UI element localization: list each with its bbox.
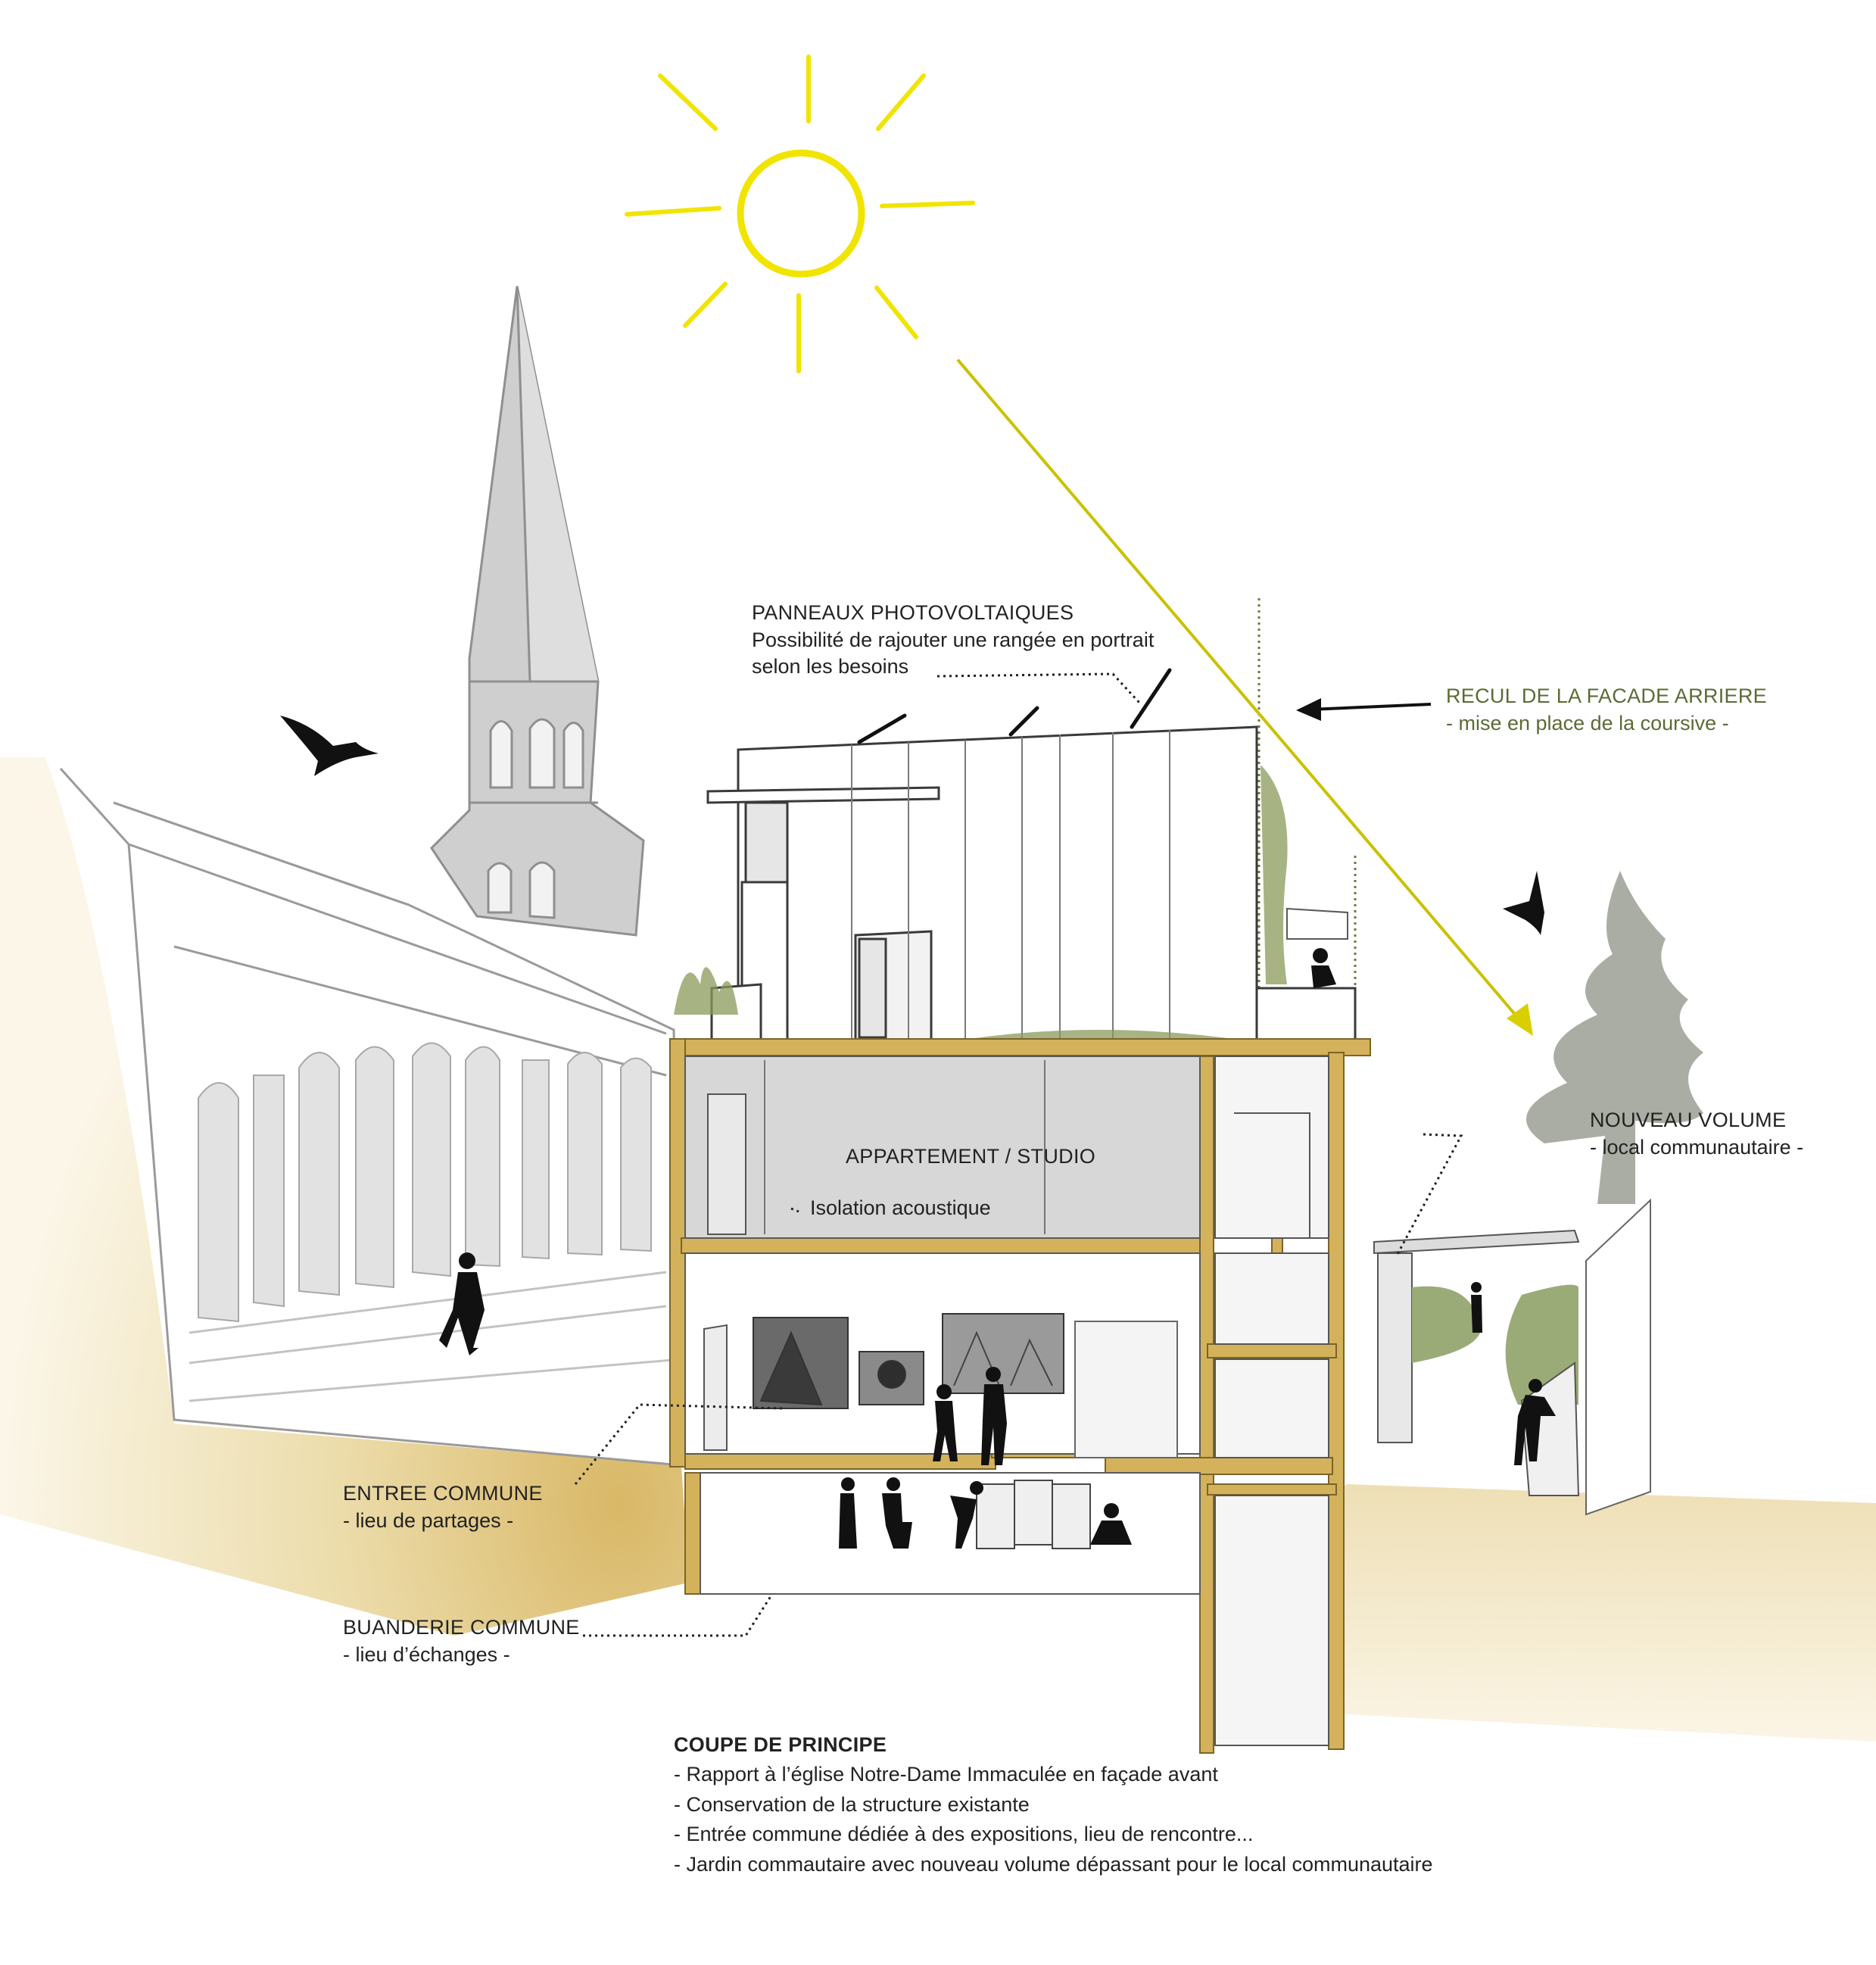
- church-windows: [198, 1042, 652, 1323]
- sun: [625, 55, 975, 373]
- note-item: - Entrée commune dédiée à des exposition…: [674, 1823, 1254, 1846]
- pv-panels-title: PANNEAUX PHOTOVOLTAIQUES: [752, 601, 1074, 624]
- pv-panels-line1: Possibilité de rajouter une rangée en po…: [752, 628, 1155, 651]
- apartment-label: APPARTEMENT / STUDIO: [846, 1143, 1095, 1171]
- acoustic-insulation-text: Isolation acoustique: [810, 1196, 991, 1219]
- common-entrance-title: ENTREE COMMUNE: [343, 1482, 543, 1505]
- balcony: [1255, 987, 1357, 1043]
- recul-arrow: [1309, 703, 1432, 711]
- church-spire: [430, 285, 645, 937]
- community-volume: [1373, 1198, 1651, 1516]
- people-silhouettes: [439, 948, 1556, 1549]
- ground-right: [1287, 1484, 1876, 1742]
- ground-left: [0, 757, 689, 1636]
- note-item: - Rapport à l’église Notre-Dame Immaculé…: [674, 1763, 1218, 1786]
- recul-facade-label: RECUL DE LA FACADE ARRIERE - mise en pla…: [1446, 683, 1767, 737]
- tree: [1526, 871, 1703, 1204]
- note-item: - Conservation de la structure existante: [674, 1792, 1030, 1816]
- common-laundry-title: BUANDERIE COMMUNE: [343, 1616, 580, 1639]
- recul-facade-title: RECUL DE LA FACADE ARRIERE: [1446, 685, 1767, 707]
- upper-building: [706, 725, 1258, 1043]
- pv-panels-label: PANNEAUX PHOTOVOLTAIQUES Possibilité de …: [752, 600, 1154, 681]
- pv-panels-line2: selon les besoins: [752, 655, 909, 678]
- section-notes: COUPE DE PRINCIPE - Rapport à l’église N…: [674, 1730, 1433, 1879]
- common-laundry-label: BUANDERIE COMMUNE - lieu d’échanges -: [343, 1614, 580, 1668]
- common-entrance-sub: - lieu de partages -: [343, 1508, 514, 1532]
- leader-lines: [574, 672, 1463, 1637]
- balcony-roof: [1286, 907, 1348, 940]
- common-laundry-sub: - lieu d’échanges -: [343, 1642, 510, 1666]
- new-volume-title: NOUVEAU VOLUME: [1590, 1109, 1787, 1131]
- note-item: - Jardin commautaire avec nouveau volume…: [674, 1852, 1433, 1876]
- washing-machines: [976, 1480, 1091, 1549]
- new-volume-label: NOUVEAU VOLUME - local communautaire -: [1590, 1107, 1803, 1161]
- solar-panels: [857, 668, 1172, 744]
- acoustic-insulation-label: Isolation acoustique: [810, 1195, 991, 1222]
- common-entrance-label: ENTREE COMMUNE - lieu de partages -: [343, 1480, 543, 1534]
- stair-core: [1214, 1056, 1329, 1746]
- section-notes-title: COUPE DE PRINCIPE: [674, 1733, 887, 1756]
- recul-facade-sub: - mise en place de la coursive -: [1446, 711, 1729, 735]
- apartment-room: [684, 1056, 1201, 1239]
- sun-ray-arrow: [956, 358, 1523, 1024]
- bird-left: [280, 716, 379, 776]
- bird-right: [1503, 871, 1544, 935]
- apartment-title: APPARTEMENT / STUDIO: [846, 1145, 1096, 1168]
- new-volume-sub: - local communautaire -: [1590, 1135, 1804, 1159]
